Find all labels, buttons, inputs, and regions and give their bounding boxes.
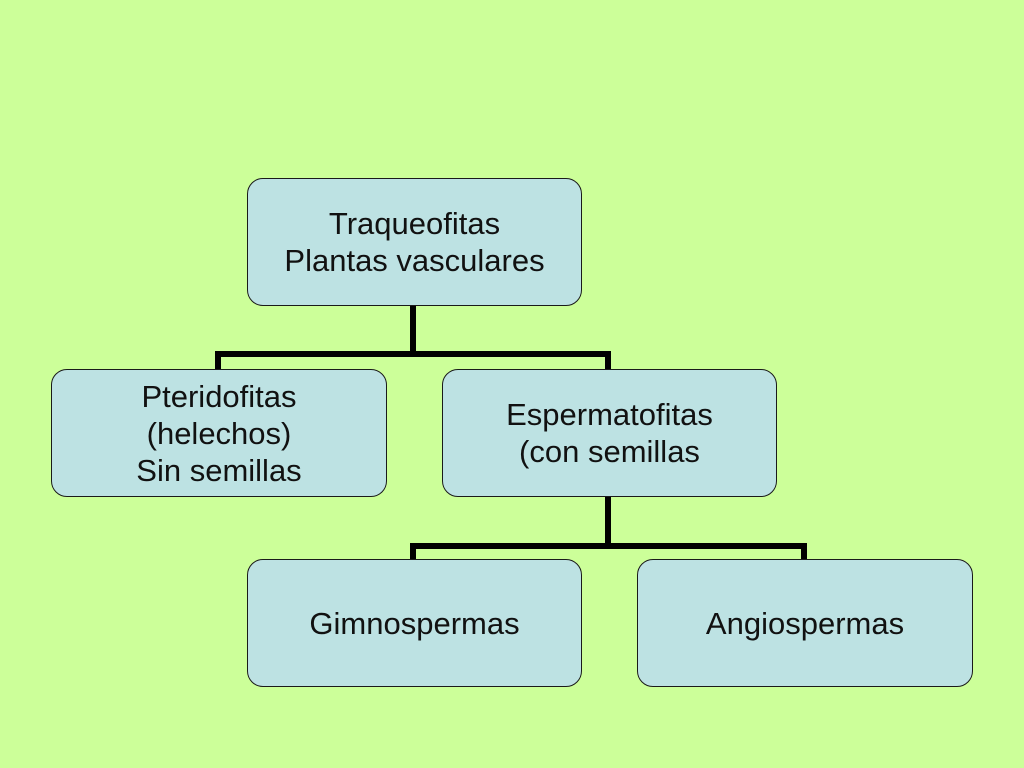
node-traqueofitas-line-1: Traqueofitas bbox=[328, 206, 501, 241]
node-gimnospermas-label: Gimnospermas bbox=[309, 605, 520, 641]
node-espermatofitas-line-1: Espermatofitas bbox=[506, 397, 713, 432]
node-gimnospermas: Gimnospermas bbox=[247, 559, 582, 687]
node-espermatofitas-line-2: (con semillas bbox=[519, 434, 700, 469]
node-angiospermas: Angiospermas bbox=[637, 559, 973, 687]
node-pteridofitas: Pteridofitas (helechos) Sin semillas bbox=[51, 369, 387, 497]
node-espermatofitas: Espermatofitas (con semillas bbox=[442, 369, 777, 497]
node-pteridofitas-line-2: (helechos) bbox=[146, 415, 292, 451]
node-pteridofitas-line-3: Sin semillas bbox=[136, 452, 302, 488]
node-angiospermas-label: Angiospermas bbox=[705, 605, 905, 641]
node-traqueofitas: Traqueofitas Plantas vasculares bbox=[247, 178, 582, 306]
node-pteridofitas-line-1: Pteridofitas bbox=[141, 378, 297, 414]
node-traqueofitas-line-2: Plantas vasculares bbox=[284, 243, 545, 278]
